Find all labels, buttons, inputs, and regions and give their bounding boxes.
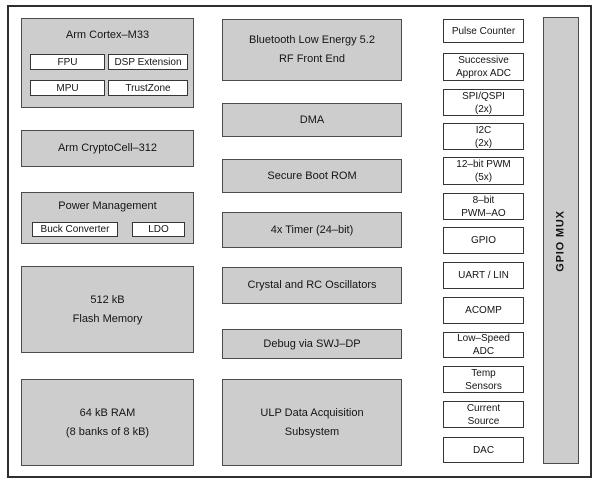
subblock-mpu: MPU xyxy=(30,80,105,96)
block-crystal-rc-oscillators: Crystal and RC Oscillators xyxy=(222,267,402,304)
block-ulp-data-acquisition: ULP Data Acquisition Subsystem xyxy=(222,379,402,466)
block-power-management: Power Management Buck Converter LDO xyxy=(21,192,194,244)
block-timer: 4x Timer (24–bit) xyxy=(222,212,402,248)
block-bluetooth-low-energy: Bluetooth Low Energy 5.2 RF Front End xyxy=(222,19,402,81)
block-debug-swj-dp: Debug via SWJ–DP xyxy=(222,329,402,359)
block-title: Power Management xyxy=(58,200,157,212)
peripheral-current-source: Current Source xyxy=(443,401,524,428)
block-gpio-mux: GPIO MUX xyxy=(543,17,579,464)
subblock-buck-converter: Buck Converter xyxy=(32,222,118,237)
peripheral-spi-qspi: SPI/QSPI (2x) xyxy=(443,89,524,116)
peripheral-uart-lin: UART / LIN xyxy=(443,262,524,289)
block-flash-memory: 512 kB Flash Memory xyxy=(21,266,194,353)
peripheral-successive-approx-adc: Successive Approx ADC xyxy=(443,53,524,81)
subblock-fpu: FPU xyxy=(30,54,105,70)
peripheral-acomp: ACOMP xyxy=(443,297,524,324)
subblock-ldo: LDO xyxy=(132,222,185,237)
peripheral-12bit-pwm: 12–bit PWM (5x) xyxy=(443,157,524,185)
subblock-dsp-extension: DSP Extension xyxy=(108,54,188,70)
peripheral-temp-sensors: Temp Sensors xyxy=(443,366,524,393)
peripheral-pulse-counter: Pulse Counter xyxy=(443,19,524,43)
diagram-outline xyxy=(7,5,592,478)
block-dma: DMA xyxy=(222,103,402,137)
block-arm-cortex-m33: Arm Cortex–M33 FPU DSP Extension MPU Tru… xyxy=(21,18,194,108)
block-ram: 64 kB RAM (8 banks of 8 kB) xyxy=(21,379,194,466)
subblock-trustzone: TrustZone xyxy=(108,80,188,96)
peripheral-i2c: I2C (2x) xyxy=(443,123,524,150)
peripheral-low-speed-adc: Low–Speed ADC xyxy=(443,332,524,358)
peripheral-8bit-pwm-ao: 8–bit PWM–AO xyxy=(443,193,524,220)
peripheral-dac: DAC xyxy=(443,437,524,463)
block-arm-cryptocell-312: Arm CryptoCell–312 xyxy=(21,130,194,167)
gpio-mux-label: GPIO MUX xyxy=(555,209,567,272)
block-title: Arm Cortex–M33 xyxy=(65,29,150,41)
peripheral-gpio: GPIO xyxy=(443,227,524,254)
block-secure-boot-rom: Secure Boot ROM xyxy=(222,159,402,193)
